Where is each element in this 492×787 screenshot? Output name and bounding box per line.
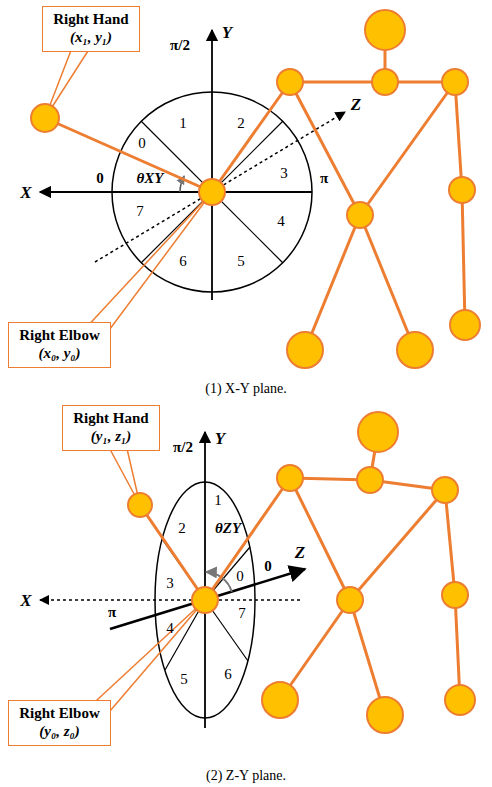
elbow-joint (442, 582, 468, 608)
sector-number: 0 (236, 569, 244, 584)
callout-title: Right Elbow (17, 326, 102, 344)
neck-joint (372, 69, 398, 95)
angle-symbol: θZY (215, 521, 241, 536)
upper-arm-bone (205, 478, 290, 600)
z-axis (110, 569, 305, 629)
angle-mark: π/2 (173, 440, 193, 455)
skeleton-joints (31, 10, 480, 368)
sector-number: 0 (138, 136, 146, 151)
shoulder-joint (432, 477, 458, 503)
elbow-joint (192, 587, 218, 613)
hand-joint (450, 310, 480, 340)
sector-number: 3 (166, 576, 174, 591)
x-axis (40, 191, 312, 193)
sector-number: 6 (224, 667, 232, 682)
skeleton-bones (45, 30, 465, 350)
shoulder-joint (277, 69, 303, 95)
axis-label: Z (351, 96, 361, 113)
axis-label: Y (222, 24, 232, 41)
figure-caption: (2) Z-Y plane. (206, 769, 286, 783)
callout-box: Right Elbow(y₀, z₀) (8, 700, 111, 746)
neck-joint (357, 467, 383, 493)
angle-symbol: θXY (137, 171, 164, 186)
y-axis (211, 30, 213, 300)
sector-number: 1 (179, 116, 187, 131)
elbow-joint (449, 177, 475, 203)
coordinate-text: (x₀, y₀) (17, 344, 102, 362)
coordinate-text: (x₁, y₁) (51, 28, 131, 46)
callout-leaders (45, 40, 212, 345)
angle-mark: π/2 (170, 38, 190, 53)
angle-mark: 0 (96, 171, 104, 186)
hip-joint (337, 587, 363, 613)
leg-bone (360, 215, 415, 350)
foot-joint (367, 697, 403, 733)
torso-bone (350, 490, 445, 600)
head-joint (358, 412, 398, 452)
sector-number: 7 (238, 606, 246, 621)
forearm-bone (140, 505, 205, 600)
foot-joint (397, 332, 433, 368)
elbow-joint (199, 179, 225, 205)
sector-number: 5 (180, 672, 188, 687)
skeleton-joints (128, 412, 475, 733)
hip-joint (347, 202, 373, 228)
angle-mark: 0 (264, 559, 272, 574)
angle-mark: π (108, 605, 116, 620)
axis-label: X (20, 184, 31, 201)
shoulder-joint (277, 465, 303, 491)
sector-number: 2 (178, 521, 186, 536)
figure-caption: (1) X-Y plane. (205, 382, 287, 396)
torso-bone (290, 82, 360, 215)
skeleton-bones (140, 432, 460, 715)
y-axis (204, 432, 206, 728)
x-axis (40, 599, 300, 601)
upper-arm-bone (445, 490, 455, 595)
callout-box: Right Elbow(x₀, y₀) (8, 322, 111, 368)
upper-arm-bone (455, 82, 462, 190)
axis-label: Y (215, 430, 225, 447)
callout-title: Right Hand (71, 409, 151, 427)
sector-number: 4 (166, 621, 174, 636)
sector-number: 6 (179, 254, 187, 269)
leader-line (98, 600, 205, 725)
callout-box: Right Hand(y₁, z₁) (62, 405, 160, 451)
head-joint (365, 10, 405, 50)
forearm-bone (45, 118, 212, 192)
sector-number: 4 (277, 214, 285, 229)
leader-line (98, 192, 212, 345)
sector-number: 1 (214, 493, 222, 508)
z-axis (95, 112, 345, 262)
foot-joint (287, 332, 323, 368)
angle-mark: π (320, 171, 328, 186)
callout-title: Right Hand (51, 10, 131, 28)
sector-number: 3 (280, 166, 288, 181)
hand-joint (31, 104, 59, 132)
shoulder-joint (442, 69, 468, 95)
hand-joint (128, 493, 152, 517)
foot-joint (262, 682, 298, 718)
torso-bone (360, 82, 455, 215)
coordinate-text: (y₀, z₀) (17, 722, 102, 740)
coordinate-text: (y₁, z₁) (71, 427, 151, 445)
sector-number: 7 (136, 204, 144, 219)
forearm-bone (462, 190, 465, 325)
leg-bone (305, 215, 360, 350)
hand-joint (445, 685, 475, 715)
callout-box: Right Hand(x₁, y₁) (42, 6, 140, 52)
sector-number: 2 (237, 116, 245, 131)
axis-label: Z (295, 544, 305, 561)
callout-title: Right Elbow (17, 704, 102, 722)
sector-number: 5 (237, 254, 245, 269)
shoulder-bone (290, 81, 385, 84)
upper-arm-bone (212, 82, 290, 192)
axis-label: X (20, 592, 31, 609)
callout-leaders (70, 440, 205, 725)
torso-bone (290, 478, 350, 600)
